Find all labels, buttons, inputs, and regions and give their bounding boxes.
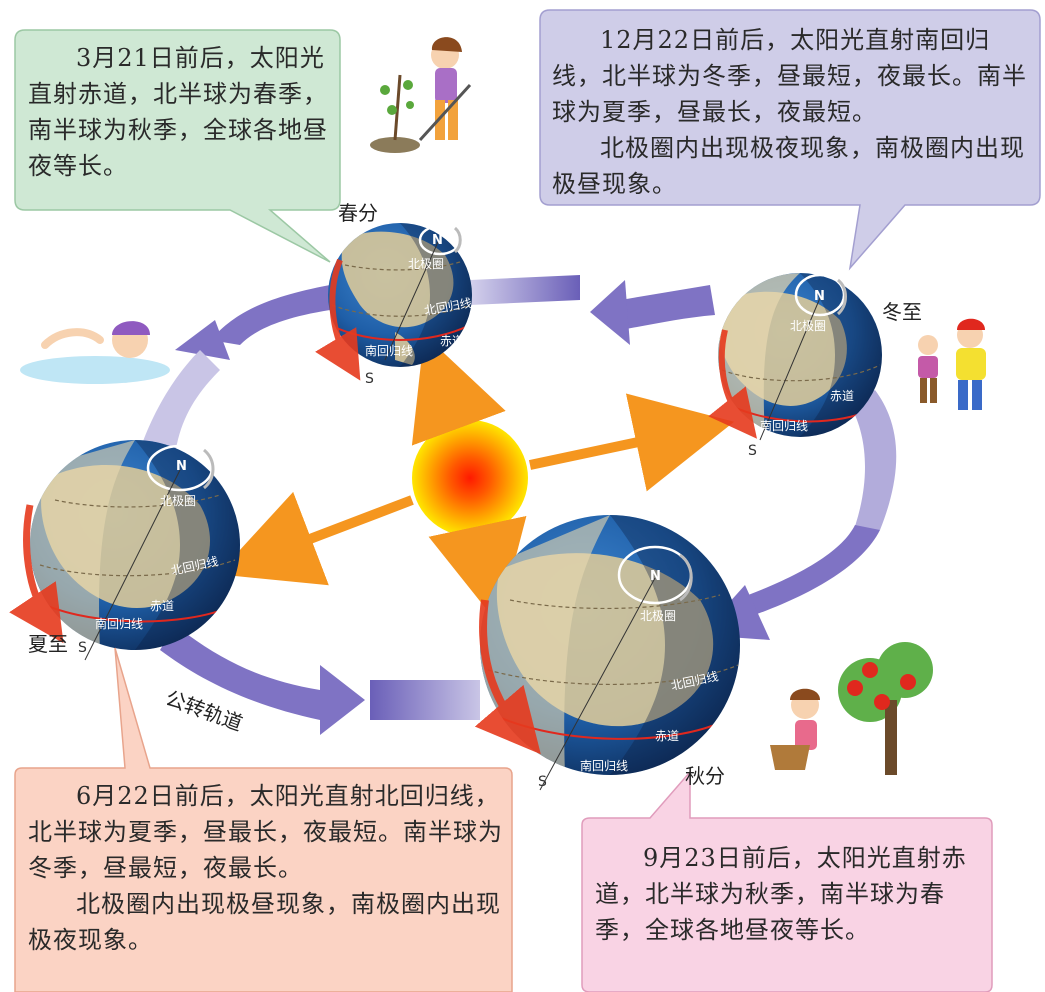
- ray-to-autumn: [428, 515, 527, 625]
- season-label-summer: 夏至: [28, 632, 68, 656]
- north-label-autumn: N: [650, 569, 661, 584]
- season-label-autumn: 秋分: [685, 764, 725, 788]
- tropic-capricorn-label-summer: 南回归线: [95, 616, 143, 631]
- sun-rays: [217, 334, 735, 625]
- arctic-circle-label-spring: 北极圈: [408, 257, 444, 271]
- south-label-spring: S: [365, 371, 374, 387]
- winter-paragraph-2: 北极圈内出现极夜现象，南极圈内出现极昼现象。: [552, 134, 1025, 198]
- arctic-circle-label-summer: 北极圈: [160, 494, 196, 508]
- summer-callout-text: 6月22日前后，太阳光直射北回归线，北半球为夏季，昼最长，夜最短。南半球为冬季，…: [28, 778, 506, 958]
- callout-summer: [14, 647, 513, 992]
- skaters-figure: [918, 318, 986, 410]
- globe-winter: N 北极圈 赤道 南回归线 S: [708, 273, 882, 459]
- spring-callout-text: 3月21日前后，太阳光直射赤道，北半球为春季，南半球为秋季，全球各地昼夜等长。: [28, 40, 333, 184]
- equator-label-spring: 赤道: [440, 334, 464, 348]
- callout-winter: [539, 9, 1041, 271]
- tropic-capricorn-label-spring: 南回归线: [365, 343, 413, 358]
- north-label-summer: N: [176, 459, 187, 474]
- arctic-circle-label-autumn: 北极圈: [640, 609, 676, 623]
- south-label-autumn: S: [538, 774, 547, 790]
- north-label-winter: N: [814, 289, 825, 304]
- callout-spring: [14, 29, 341, 263]
- autumn-paragraph-1: 9月23日前后，太阳光直射赤道，北半球为秋季，南半球为春季，全球各地昼夜等长。: [595, 844, 967, 944]
- north-label-spring: N: [432, 233, 443, 248]
- winter-paragraph-1: 12月22日前后，太阳光直射南回归线，北半球为冬季，昼最短，夜最长。南半球为夏季…: [552, 26, 1027, 126]
- arctic-circle-label-winter: 北极圈: [790, 319, 826, 333]
- equator-label-autumn: 赤道: [655, 729, 679, 743]
- spring-date-line: 3月21日前后，太阳: [76, 44, 300, 72]
- ray-to-summer: [217, 491, 414, 586]
- sun: [412, 420, 528, 536]
- winter-callout-text: 12月22日前后，太阳光直射南回归线，北半球为冬季，昼最短，夜最长。南半球为夏季…: [552, 22, 1030, 202]
- orbit-path: [140, 275, 897, 735]
- gardener-figure: [370, 37, 472, 153]
- tropic-capricorn-label-winter: 南回归线: [760, 418, 808, 433]
- ray-to-winter: [528, 393, 735, 492]
- apple-picker-figure: [770, 642, 933, 775]
- ray-to-spring: [411, 334, 506, 446]
- summer-paragraph-1: 6月22日前后，太阳光直射北回归线，北半球为夏季，昼最长，夜最短。南半球为冬季，…: [28, 782, 503, 882]
- season-label-spring: 春分: [338, 201, 378, 225]
- equator-label-winter: 赤道: [830, 389, 854, 403]
- globe-autumn: N 北极圈 北回归线 赤道 南回归线 S: [474, 515, 740, 791]
- callout-autumn: [581, 769, 993, 992]
- summer-paragraph-2: 北极圈内出现极昼现象，南极圈内出现极夜现象。: [28, 890, 501, 954]
- season-label-winter: 冬至: [882, 300, 922, 324]
- south-label-winter: S: [748, 443, 757, 459]
- globe-summer: N 北极圈 北回归线 赤道 南回归线 S: [9, 440, 240, 661]
- spring-description: 光直射赤道，北半球为春季，南半球为秋季，全球各地昼夜等长。: [28, 44, 328, 180]
- south-label-summer: S: [78, 640, 87, 656]
- globe-spring: N 北极圈 北回归线 赤道 南回归线 S: [315, 223, 473, 387]
- swimmer-figure: [20, 321, 170, 384]
- tropic-capricorn-label-autumn: 南回归线: [580, 758, 628, 773]
- equator-label-summer: 赤道: [150, 599, 174, 613]
- autumn-callout-text: 9月23日前后，太阳光直射赤道，北半球为秋季，南半球为春季，全球各地昼夜等长。: [595, 840, 987, 948]
